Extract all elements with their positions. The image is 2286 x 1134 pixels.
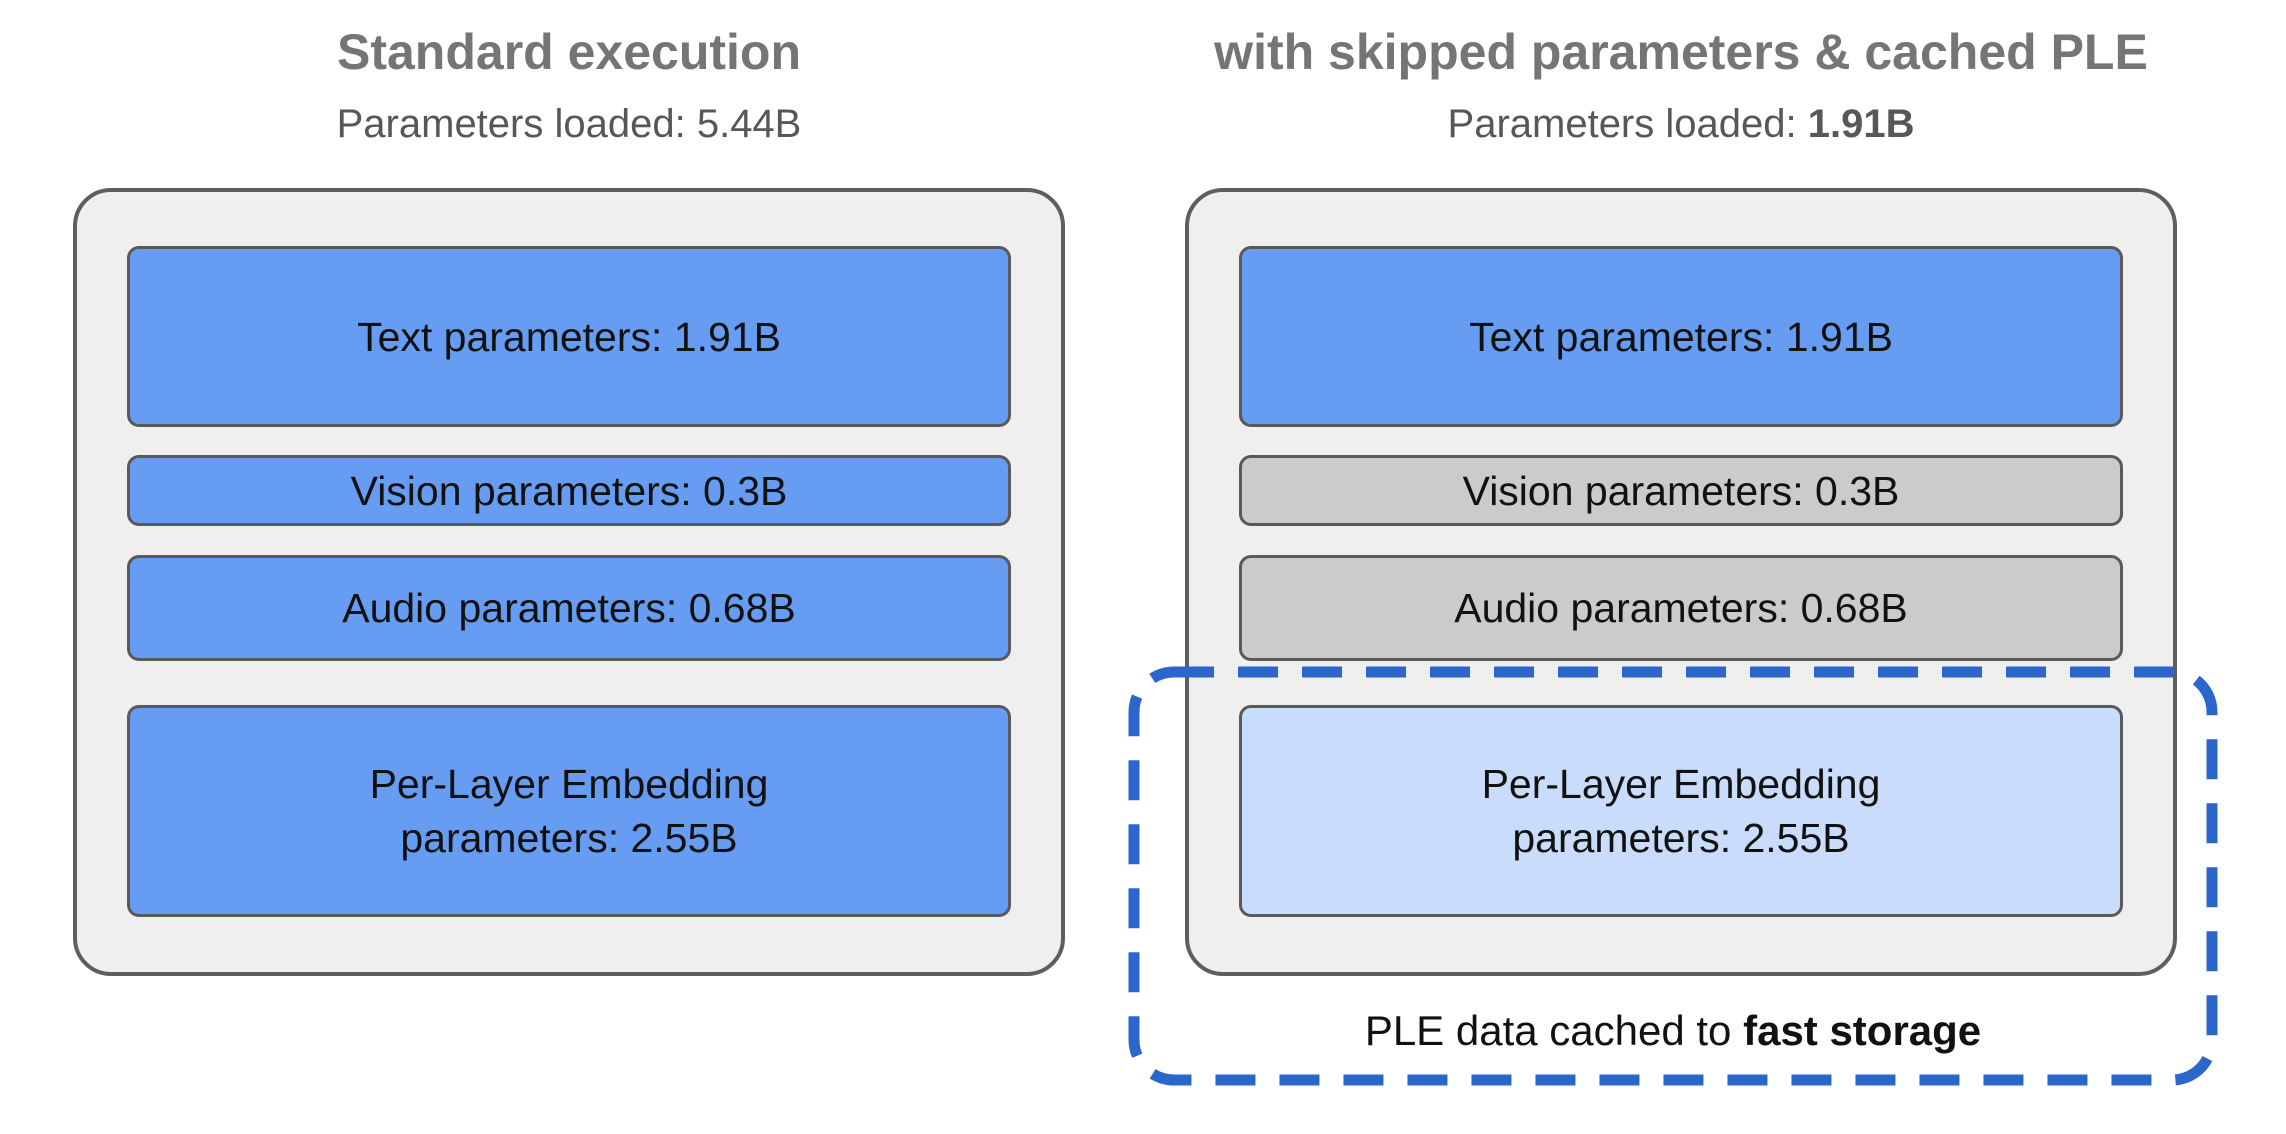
- left-subtitle-value: 5.44B: [696, 102, 802, 146]
- param-box-vision-label: Vision parameters: 0.3B: [1462, 467, 1900, 514]
- right-subtitle-value: 1.91B: [1807, 102, 1915, 146]
- param-box-audio-label: Audio parameters: 0.68B: [1454, 585, 1908, 631]
- param-box-audio: Audio parameters: 0.68B: [127, 555, 1011, 661]
- param-box-text: Text parameters: 1.91B: [127, 246, 1011, 427]
- right-panel-title: with skipped parameters & cached PLE: [1214, 24, 2148, 80]
- param-box-vision-skipped: Vision parameters: 0.3B: [1239, 455, 2123, 526]
- left-panel-subtitle: Parameters loaded: 5.44B: [73, 100, 1065, 148]
- right-panel-subtitle: Parameters loaded: 1.91B: [1185, 100, 2177, 148]
- param-box-ple-label: Per-Layer Embedding parameters: 2.55B: [369, 761, 769, 861]
- param-box-vision-label: Vision parameters: 0.3B: [350, 467, 788, 514]
- param-box-audio-skipped: Audio parameters: 0.68B: [1239, 555, 2123, 661]
- param-box-vision: Vision parameters: 0.3B: [127, 455, 1011, 526]
- param-box-audio-label: Audio parameters: 0.68B: [342, 585, 796, 631]
- cache-caption-emphasis: fast storage: [1743, 1007, 1982, 1054]
- cache-caption-prefix: PLE data cached to: [1364, 1007, 1744, 1054]
- param-box-ple-cached: Per-Layer Embedding parameters: 2.55B: [1239, 705, 2123, 917]
- param-box-ple: Per-Layer Embedding parameters: 2.55B: [127, 705, 1011, 917]
- model-container-skipped-cached: Text parameters: 1.91B Vision parameters…: [1185, 188, 2177, 976]
- model-container-standard: Text parameters: 1.91B Vision parameters…: [73, 188, 1065, 976]
- cache-caption: PLE data cached to fast storage: [1128, 1006, 2218, 1056]
- param-box-text-label: Text parameters: 1.91B: [357, 313, 781, 360]
- left-panel-title: Standard execution: [337, 24, 801, 80]
- param-box-text: Text parameters: 1.91B: [1239, 246, 2123, 427]
- param-box-text-label: Text parameters: 1.91B: [1469, 313, 1893, 360]
- param-box-ple-label: Per-Layer Embedding parameters: 2.55B: [1481, 761, 1881, 861]
- left-subtitle-label: Parameters loaded:: [336, 102, 697, 146]
- right-subtitle-label: Parameters loaded:: [1447, 102, 1808, 146]
